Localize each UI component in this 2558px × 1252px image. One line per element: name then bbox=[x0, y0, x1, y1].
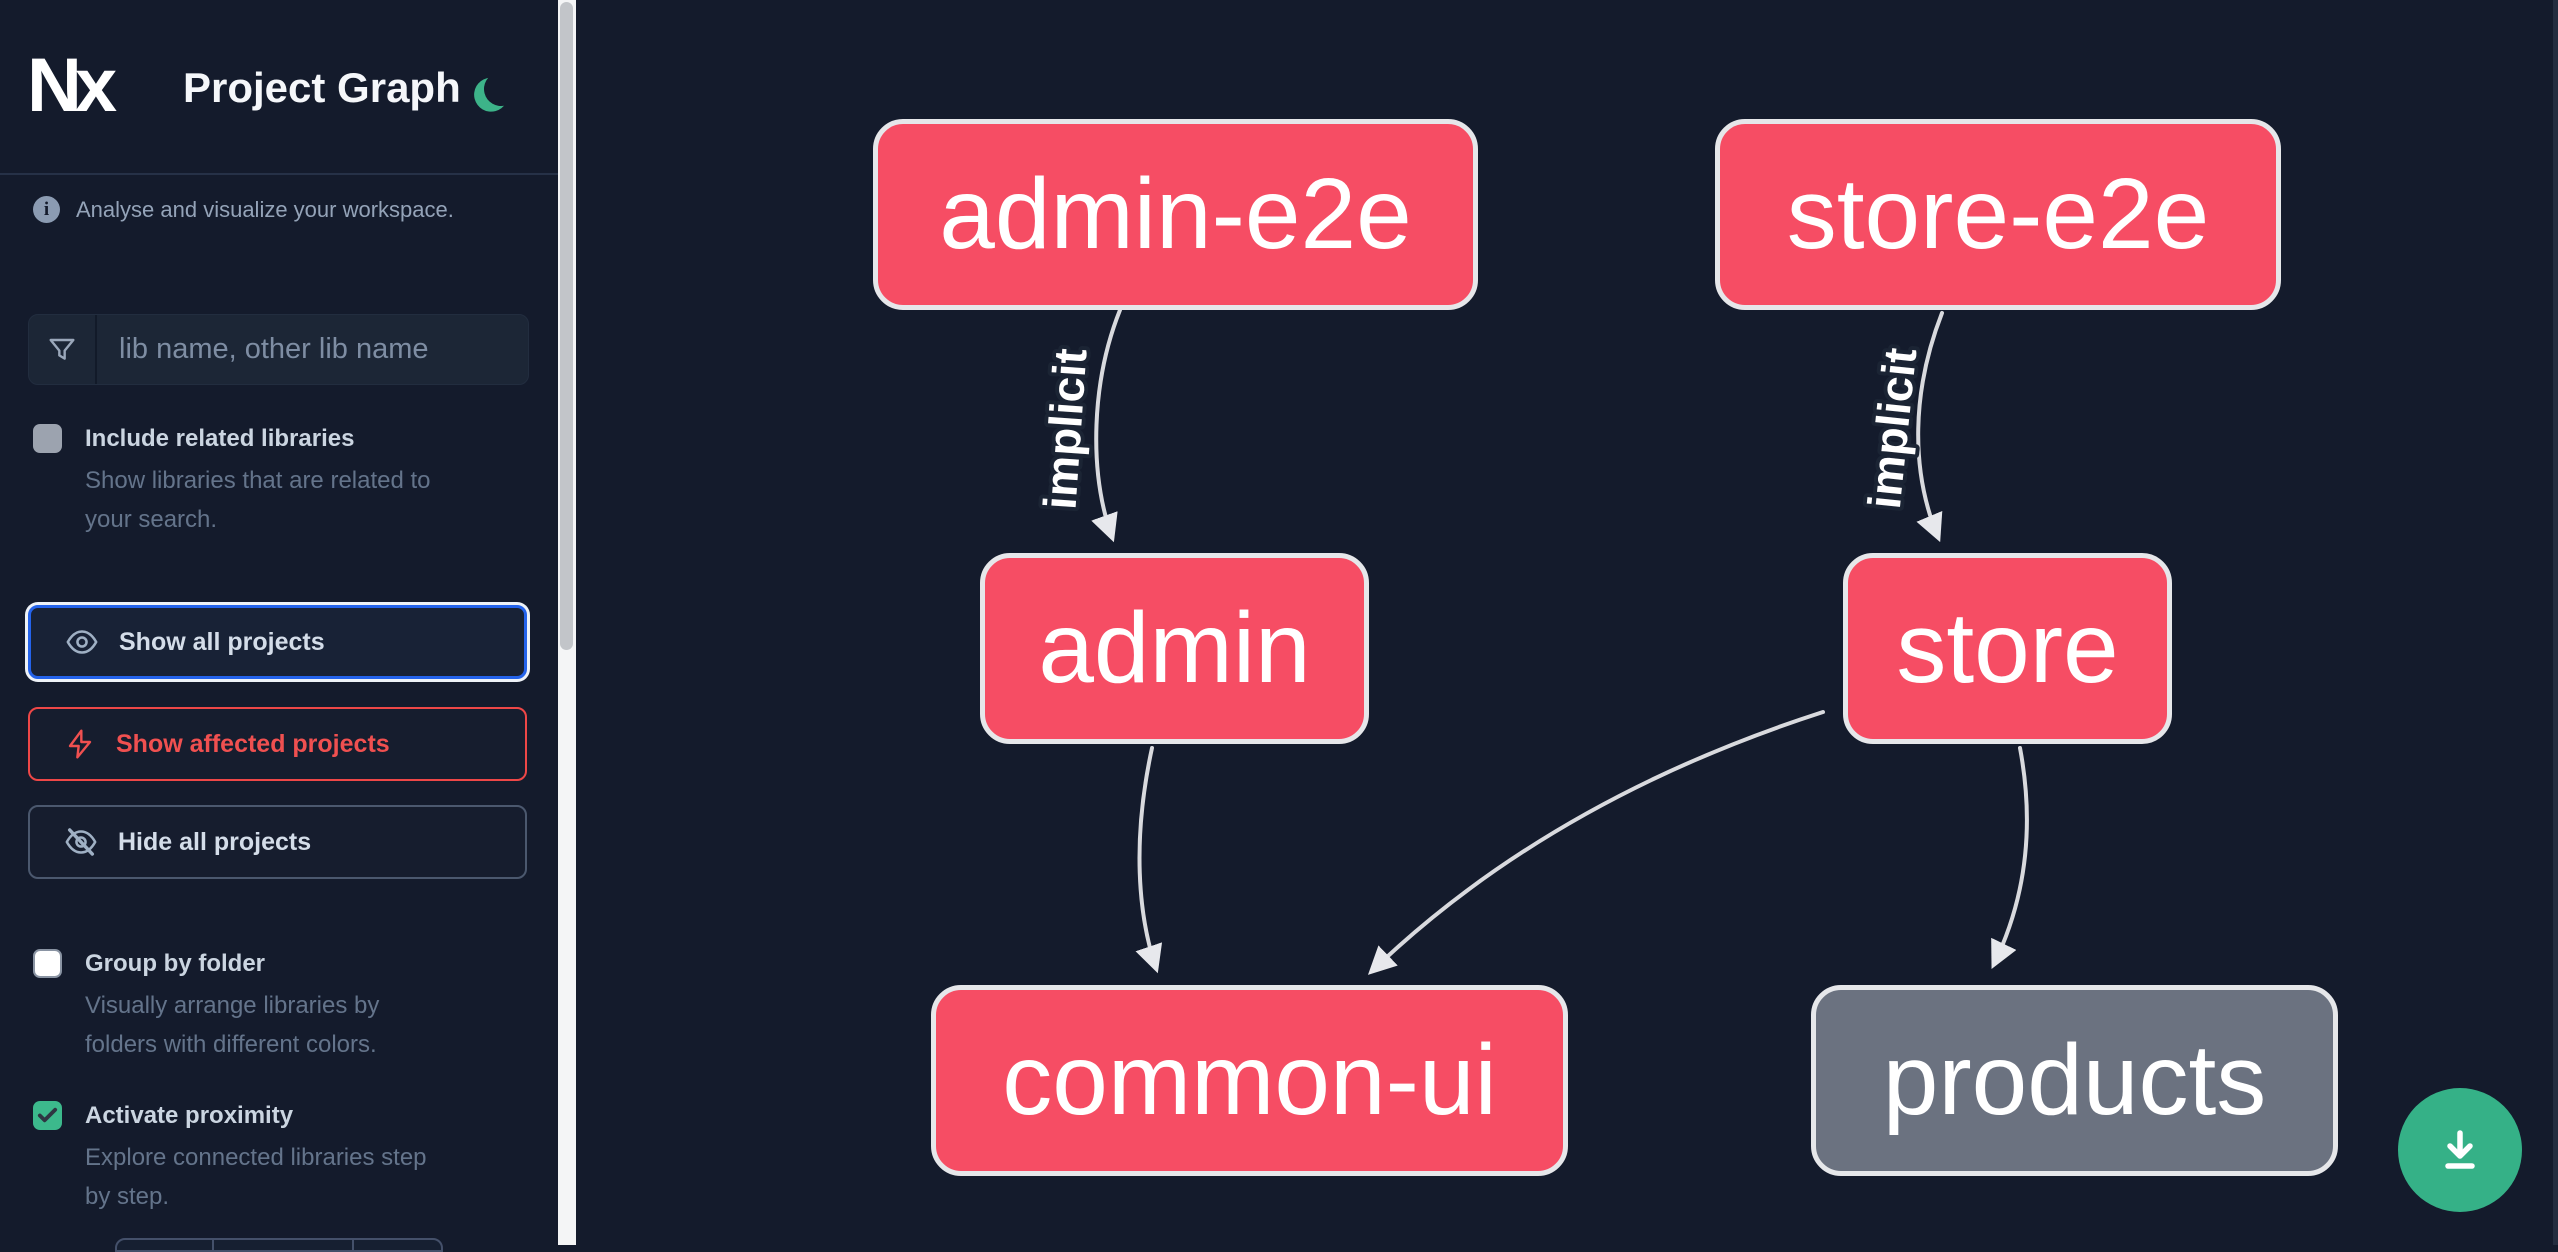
scrollbar-thumb[interactable] bbox=[560, 2, 573, 650]
search-input[interactable] bbox=[97, 315, 528, 384]
nx-logo: Nx bbox=[27, 42, 117, 128]
page-title: Project Graph bbox=[183, 64, 461, 111]
edge-store-common-ui bbox=[1367, 710, 1825, 975]
edge-label-implicit: implicit bbox=[1858, 346, 1927, 512]
show-all-projects-button[interactable]: Show all projects bbox=[28, 605, 527, 679]
button-label: Show affected projects bbox=[116, 729, 390, 758]
toggle-description: Visually arrange libraries by folders wi… bbox=[85, 992, 380, 1058]
search-bar bbox=[28, 314, 529, 385]
eye-icon bbox=[66, 630, 98, 654]
sidebar: Nx Project Graph i Analyse and visualize… bbox=[0, 0, 558, 1252]
show-affected-projects-button[interactable]: Show affected projects bbox=[28, 707, 527, 781]
info-text: Analyse and visualize your workspace. bbox=[76, 196, 454, 222]
edge-admin-e2e-admin bbox=[1091, 308, 1122, 543]
header-divider bbox=[0, 173, 558, 175]
eye-off-icon bbox=[65, 828, 97, 856]
check-icon bbox=[37, 1107, 58, 1123]
workspace-info: i Analyse and visualize your workspace. bbox=[33, 196, 454, 223]
edge-label-implicit: implicit bbox=[1033, 347, 1096, 511]
node-label: admin-e2e bbox=[939, 158, 1412, 270]
bolt-icon bbox=[68, 729, 92, 759]
toggle-description: Explore connected libraries step by step… bbox=[85, 1144, 427, 1210]
node-label: admin bbox=[1038, 592, 1311, 704]
node-label: store-e2e bbox=[1786, 158, 2210, 270]
node-label: common-ui bbox=[1002, 1024, 1497, 1136]
graph-node-common-ui[interactable]: common-ui bbox=[931, 985, 1568, 1176]
graph-node-store-e2e[interactable]: store-e2e bbox=[1715, 119, 2281, 310]
edge-store-e2e-store bbox=[1916, 311, 1944, 543]
download-graph-button[interactable] bbox=[2398, 1088, 2522, 1212]
node-label: products bbox=[1882, 1024, 2267, 1136]
edge-store-products bbox=[1991, 746, 2029, 970]
toggle-label: Include related libraries bbox=[85, 425, 355, 452]
hide-all-projects-button[interactable]: Hide all projects bbox=[28, 805, 527, 879]
info-icon: i bbox=[33, 196, 60, 223]
graph-node-products[interactable]: products bbox=[1811, 985, 2338, 1176]
download-icon bbox=[2445, 1130, 2475, 1169]
checkbox-group-by-folder[interactable] bbox=[33, 949, 62, 978]
canvas-scroll-strip bbox=[2553, 0, 2558, 1245]
toggle-label: Group by folder bbox=[85, 950, 265, 977]
graph-node-admin[interactable]: admin bbox=[980, 553, 1369, 744]
toggle-label: Activate proximity bbox=[85, 1102, 294, 1129]
edge-admin-common-ui bbox=[1135, 746, 1163, 974]
checkbox-activate-proximity[interactable] bbox=[33, 1101, 62, 1130]
button-label: Show all projects bbox=[119, 627, 325, 656]
button-label: Hide all projects bbox=[118, 827, 312, 856]
checkbox-include-related[interactable] bbox=[33, 424, 62, 453]
filter-icon bbox=[29, 315, 97, 384]
graph-node-store[interactable]: store bbox=[1843, 553, 2172, 744]
sidebar-scrollbar[interactable] bbox=[558, 0, 576, 1245]
graph-node-admin-e2e[interactable]: admin-e2e bbox=[873, 119, 1478, 310]
toggle-description: Show libraries that are related to your … bbox=[85, 467, 431, 533]
node-label: store bbox=[1896, 592, 2119, 704]
